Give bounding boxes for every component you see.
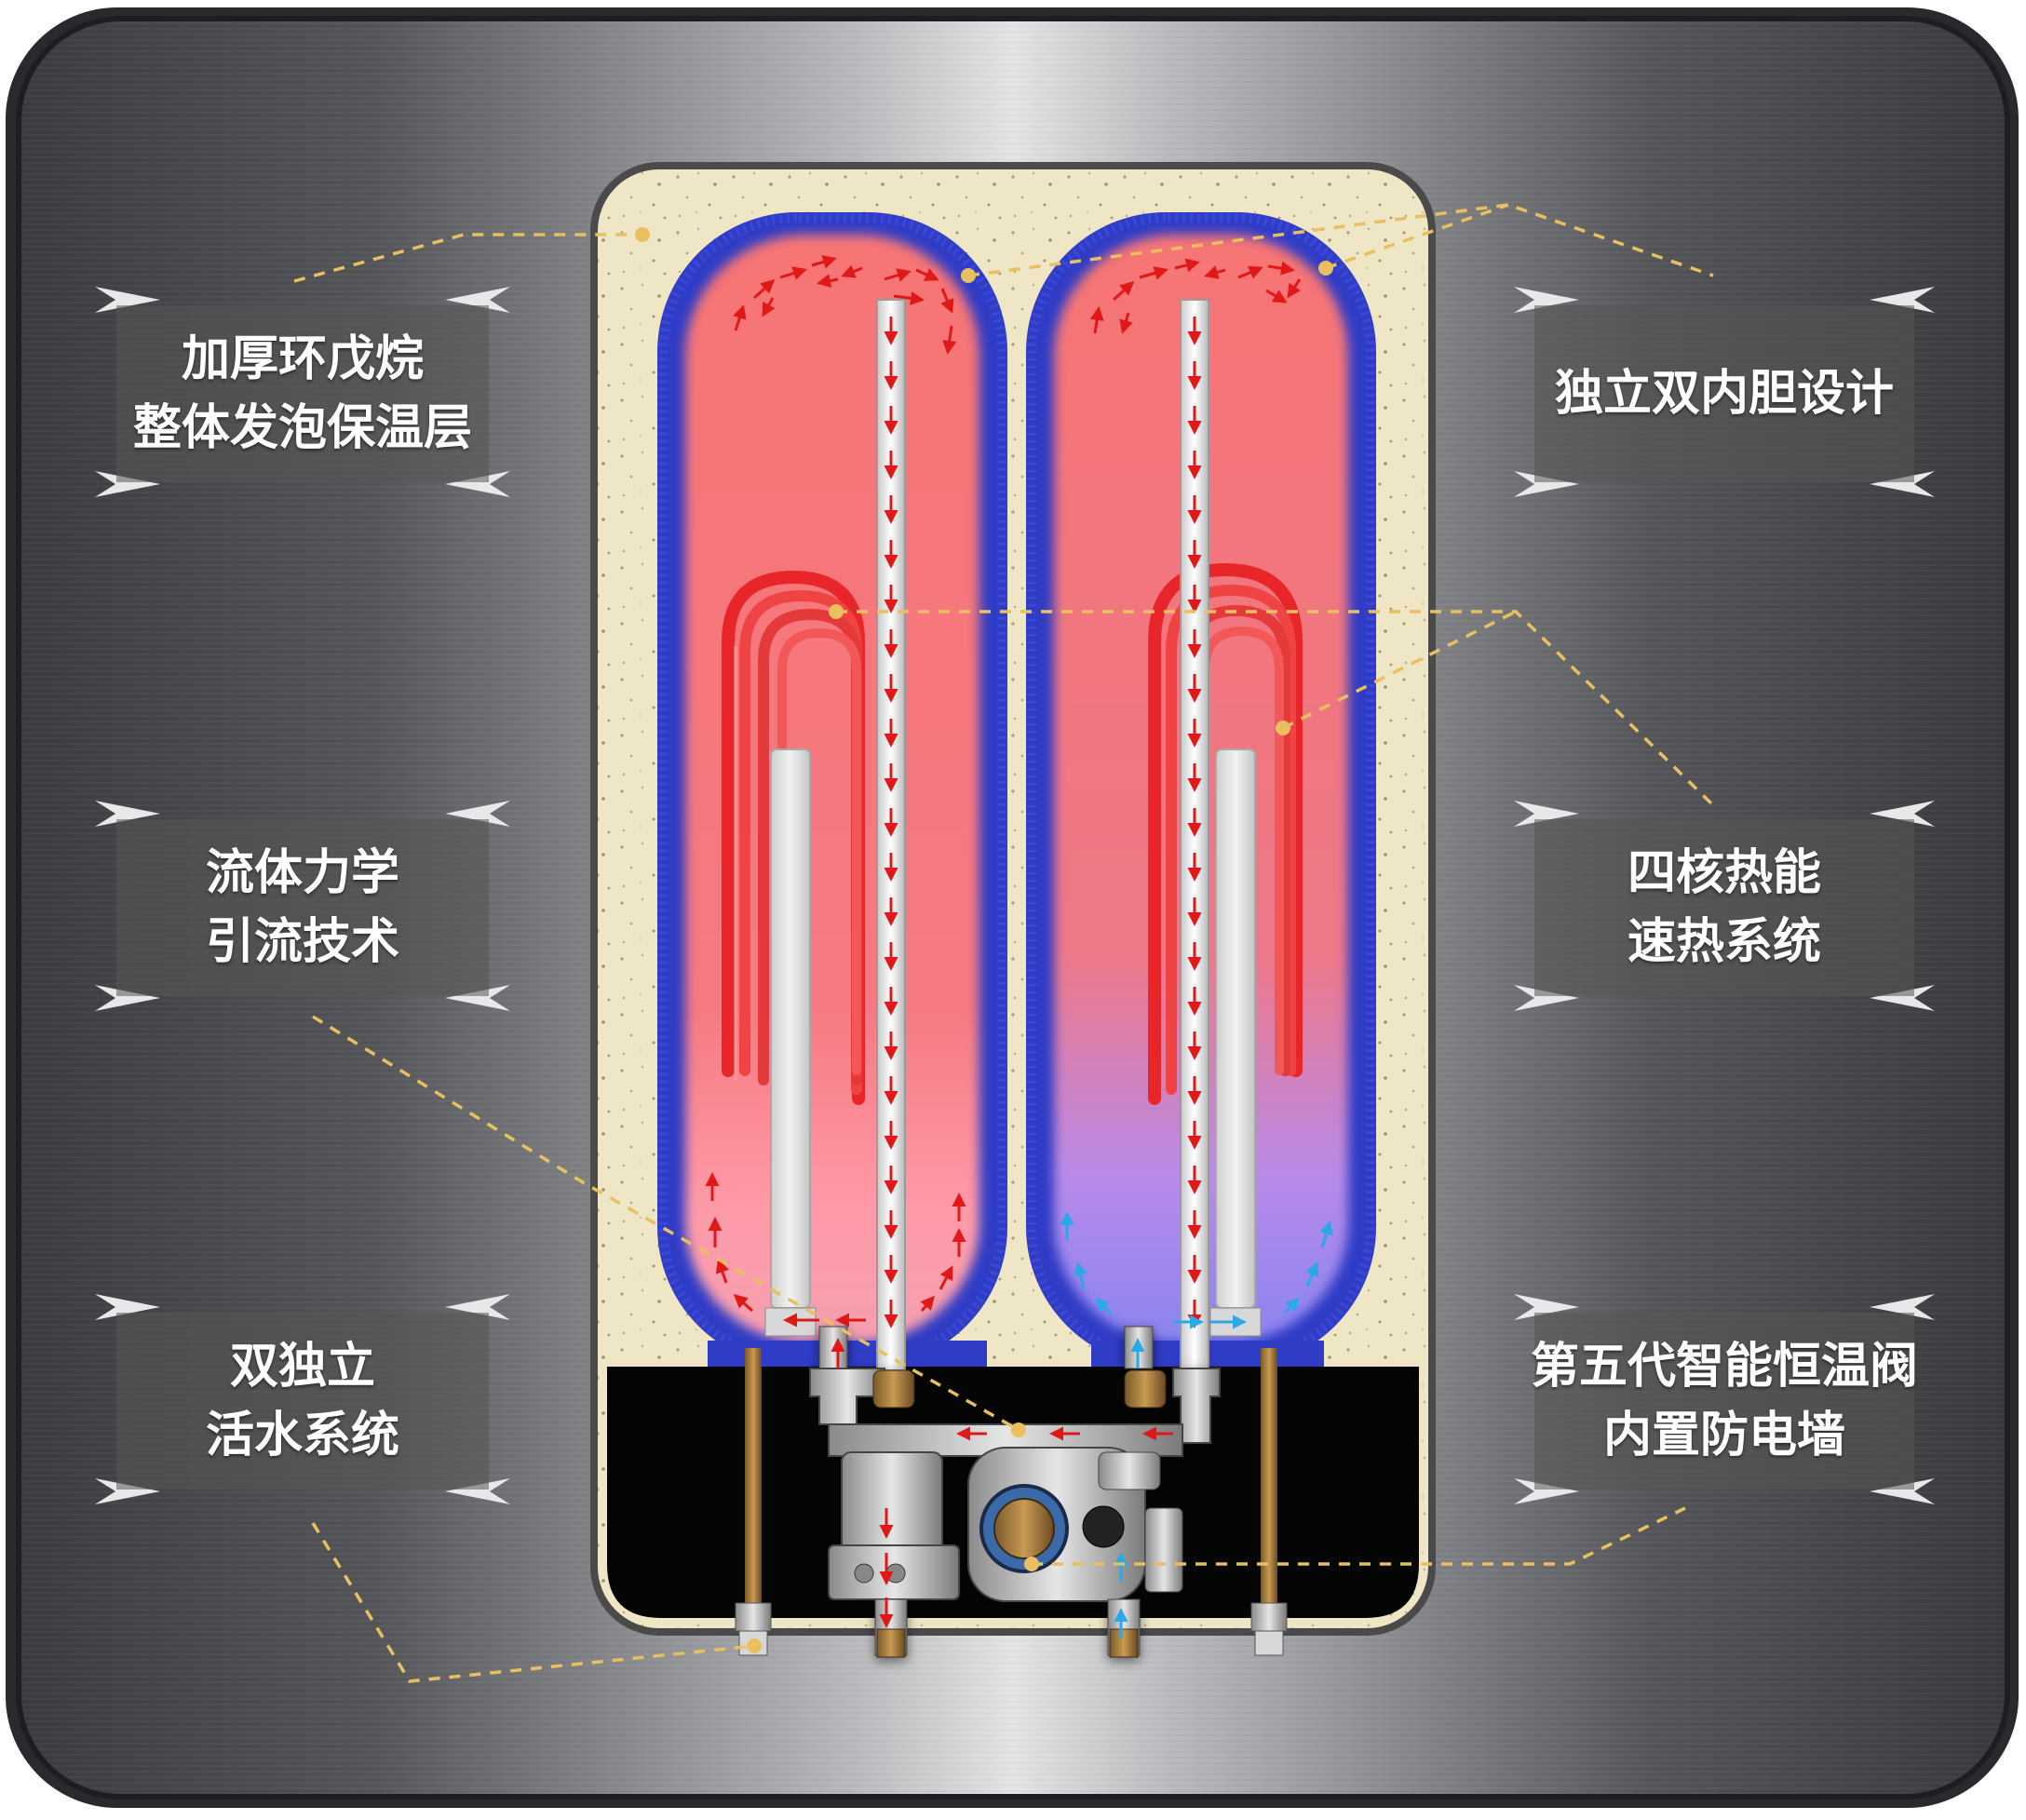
chevron-icon	[1870, 1294, 1935, 1320]
right-bottom-circulation	[1060, 1211, 1333, 1329]
pipe-flow-arrows	[884, 317, 1202, 1328]
left-outer-pipe	[745, 1348, 762, 1611]
anchor-dots	[635, 227, 1333, 1653]
label-water: 双独立 活水系统	[116, 1313, 489, 1490]
leader-water	[311, 1522, 755, 1683]
left-top-circulation	[733, 255, 957, 355]
chevron-icon	[95, 287, 160, 313]
chevron-icon	[1870, 471, 1935, 497]
leader-heating	[836, 610, 1715, 807]
label-dual-tank-line1: 独立双内胆设计	[1554, 366, 1894, 422]
left-heating-element	[722, 570, 865, 1105]
chevron-icon	[1870, 985, 1935, 1011]
left-outer-fitting	[735, 1602, 772, 1656]
anchor-dot-icon	[1318, 261, 1333, 276]
label-insulation: 加厚环戊烷 整体发泡保温层	[116, 305, 489, 482]
right-top-circulation	[1089, 258, 1302, 334]
chevron-icon	[1870, 801, 1935, 827]
left-anode-rod	[770, 748, 811, 1309]
label-valve: 第五代智能恒温阀 内置防电墙	[1531, 1313, 1918, 1490]
chevron-icon	[1514, 985, 1579, 1011]
chevron-icon	[445, 801, 510, 827]
chevron-icon	[445, 1478, 510, 1504]
chevron-icon	[1514, 471, 1579, 497]
anchor-dot-icon	[961, 268, 976, 283]
label-heating-line2: 速热系统	[1627, 914, 1821, 970]
chevron-icon	[1514, 1478, 1579, 1504]
chevron-icon	[95, 1294, 160, 1320]
anchor-dot-icon	[1276, 721, 1290, 735]
leader-heating-b	[1282, 610, 1517, 730]
label-fluid-line1: 流体力学	[205, 845, 399, 901]
left-bottom-circulation	[705, 1172, 966, 1328]
chevron-icon	[445, 287, 510, 313]
right-outer-pipe	[1261, 1348, 1277, 1611]
label-insulation-line2: 整体发泡保温层	[132, 400, 472, 456]
anchor-dot-icon	[1024, 1557, 1039, 1571]
chevron-icon	[445, 985, 510, 1011]
label-heating: 四核热能 速热系统	[1534, 819, 1914, 996]
anchor-dot-icon	[747, 1638, 762, 1653]
leader-fluid	[312, 1015, 1020, 1432]
label-heating-line1: 四核热能	[1627, 845, 1821, 901]
chevron-icon	[95, 471, 160, 497]
label-fluid: 流体力学 引流技术	[116, 819, 489, 996]
chevron-icon	[95, 801, 160, 827]
chevron-icon	[1514, 1294, 1579, 1320]
leader-insulation	[293, 233, 642, 283]
chevron-icon	[1870, 1478, 1935, 1504]
right-outer-fitting	[1250, 1602, 1288, 1656]
label-insulation-line1: 加厚环戊烷	[181, 331, 424, 387]
chevron-icon	[1870, 287, 1935, 313]
anchor-dot-icon	[829, 604, 844, 619]
chevron-icon	[445, 471, 510, 497]
chevron-icon	[95, 985, 160, 1011]
right-anode-rod	[1215, 748, 1256, 1309]
leader-lines	[293, 203, 1715, 1683]
anchor-dot-icon	[1011, 1422, 1026, 1437]
chevron-icon	[1514, 801, 1579, 827]
chevron-decorations	[95, 287, 1935, 1504]
valve-cold-arrows	[1114, 1338, 1145, 1638]
valve-hot-arrows	[831, 1338, 1173, 1628]
label-valve-line2: 内置防电墙	[1603, 1408, 1846, 1463]
label-valve-line1: 第五代智能恒温阀	[1531, 1339, 1919, 1395]
label-water-line2: 活水系统	[205, 1408, 399, 1463]
anchor-dot-icon	[635, 227, 650, 242]
leader-valve	[1032, 1506, 1686, 1566]
label-fluid-line2: 引流技术	[205, 914, 399, 970]
left-tank	[657, 212, 1007, 1367]
chevron-icon	[445, 1294, 510, 1320]
chevron-icon	[95, 1478, 160, 1504]
label-dual-tank: 独立双内胆设计	[1534, 305, 1914, 482]
label-water-line1: 双独立	[229, 1339, 375, 1395]
chevron-icon	[1514, 287, 1579, 313]
